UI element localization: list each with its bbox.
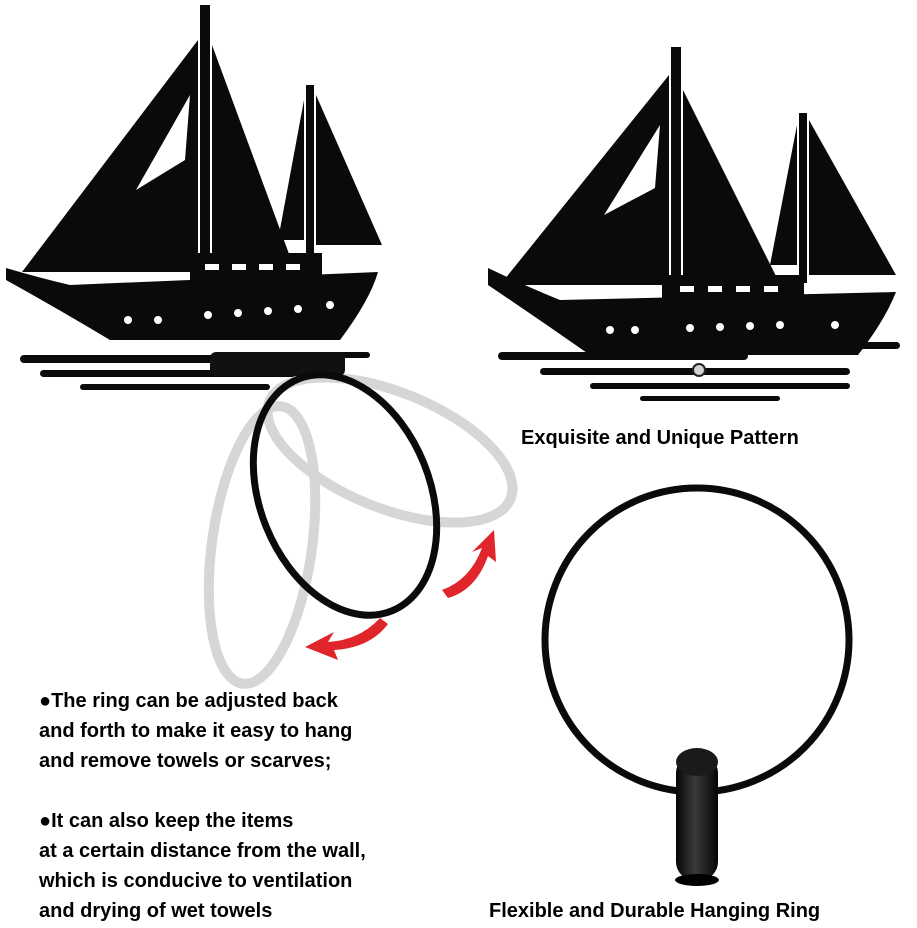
feature-bullet-adjustable: ●The ring can be adjusted back and forth… — [39, 686, 459, 776]
bullet-line: ●The ring can be adjusted back — [39, 690, 338, 712]
bullet-line: and drying of wet towels — [39, 900, 273, 922]
rotation-arrows — [305, 530, 496, 660]
towel-ring-right — [541, 484, 853, 796]
wall-peg-right — [675, 748, 719, 886]
feature-bullet-ventilation: ●It can also keep the items at a certain… — [39, 806, 459, 926]
bullet-line: ●It can also keep the items — [39, 810, 294, 832]
pattern-caption: Exquisite and Unique Pattern — [521, 427, 799, 449]
ring-caption: Flexible and Durable Hanging Ring — [489, 900, 821, 922]
wall-peg-left — [210, 352, 345, 376]
sailboat-right — [488, 47, 900, 401]
bullet-line: and forth to make it easy to hang — [39, 720, 353, 742]
bullet-line: which is conducive to ventilation — [39, 870, 353, 892]
bullet-line: at a certain distance from the wall, — [39, 840, 366, 862]
towel-ring-left — [249, 371, 441, 619]
bullet-line: and remove towels or scarves; — [39, 750, 332, 772]
sailboat-left — [6, 5, 382, 390]
